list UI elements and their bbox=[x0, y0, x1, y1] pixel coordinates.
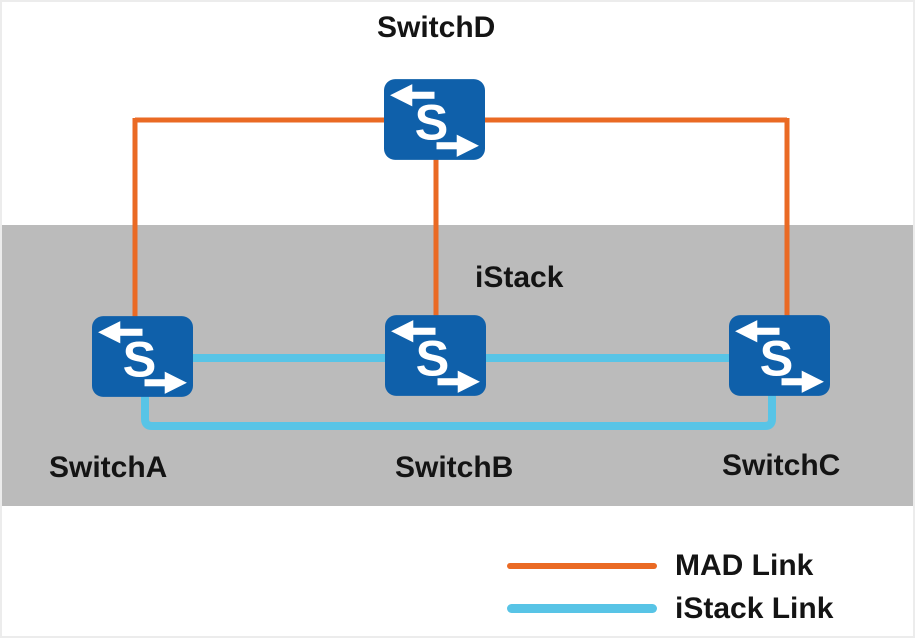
switch-icon: S bbox=[384, 79, 485, 160]
switch-b-node: S bbox=[385, 315, 486, 396]
switch-c-node: S bbox=[729, 315, 830, 396]
istack-link-loop bbox=[141, 372, 776, 430]
legend: MAD Link iStack Link bbox=[507, 544, 833, 630]
switch-icon: S bbox=[385, 315, 486, 396]
switch-letter: S bbox=[416, 330, 450, 387]
istack-link-legend-label: iStack Link bbox=[675, 591, 834, 625]
switch-b-label: SwitchB bbox=[395, 451, 514, 484]
switch-icon: S bbox=[92, 316, 193, 397]
switch-icon: S bbox=[729, 315, 830, 396]
istack-link-swatch bbox=[507, 604, 657, 613]
switch-d-node: S bbox=[384, 79, 485, 160]
mad-link-legend-label: MAD Link bbox=[675, 548, 814, 582]
switch-letter: S bbox=[760, 330, 794, 387]
legend-row-istack-link: iStack Link bbox=[507, 587, 833, 630]
switch-a-node: S bbox=[92, 316, 193, 397]
switch-letter: S bbox=[123, 331, 157, 388]
mad-link-swatch bbox=[507, 562, 657, 569]
switch-c-label: SwitchC bbox=[722, 449, 841, 482]
istack-zone-label: iStack bbox=[475, 261, 564, 294]
switch-d-label: SwitchD bbox=[377, 11, 496, 44]
switch-a-label: SwitchA bbox=[49, 451, 168, 484]
switch-letter: S bbox=[415, 94, 449, 151]
legend-row-mad-link: MAD Link bbox=[507, 544, 833, 587]
